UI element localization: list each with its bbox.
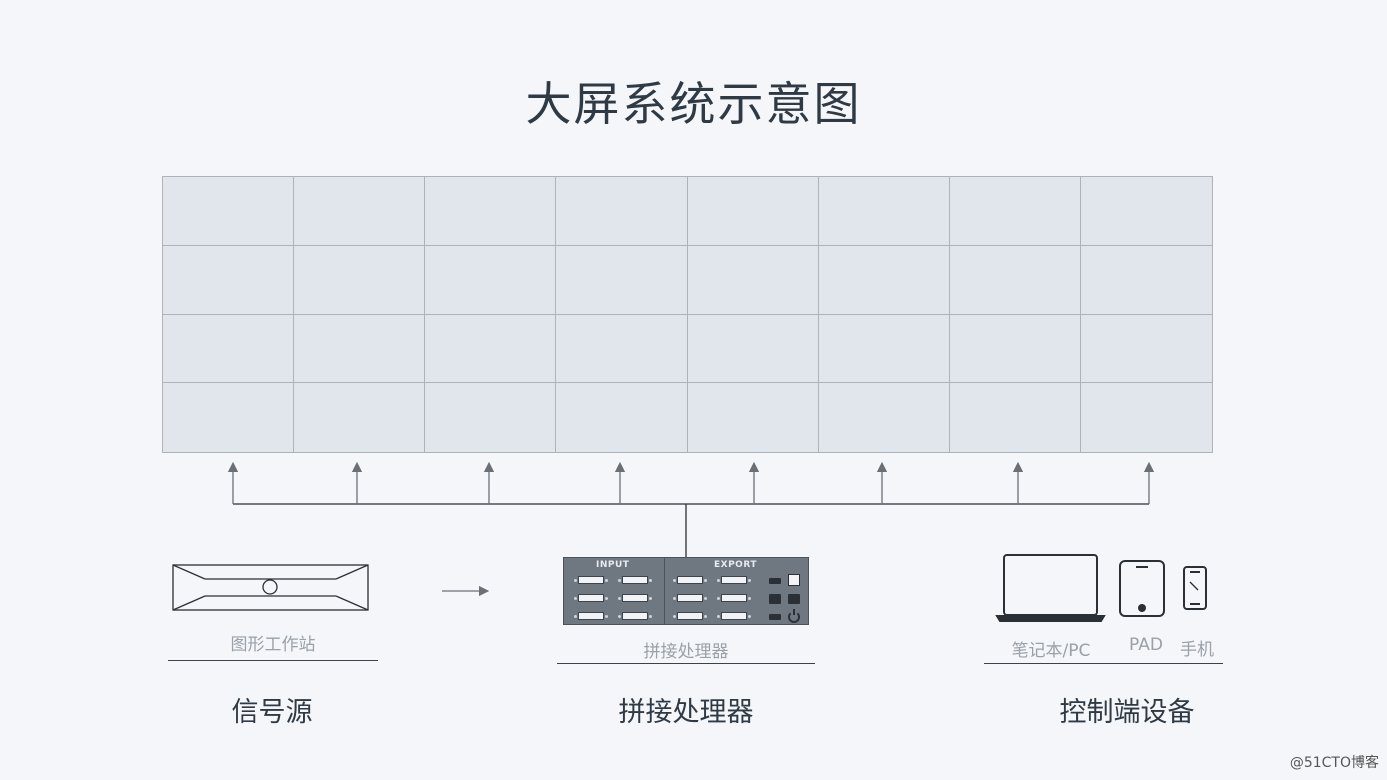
- screen-tile: [950, 383, 1081, 452]
- input-port: [618, 612, 652, 620]
- power-button-icon: [788, 609, 800, 623]
- input-port: [618, 576, 652, 584]
- screen-tile: [556, 177, 688, 246]
- screen-tile: [818, 177, 950, 246]
- processor-export-label: EXPORT: [714, 560, 757, 570]
- usb-port-icon: [769, 614, 781, 620]
- laptop-icon: [995, 554, 1106, 622]
- laptop-label: 笔记本/PC: [1011, 641, 1091, 661]
- network-port-icon: [788, 594, 800, 604]
- screen-tile: [294, 245, 426, 315]
- screen-tile: [819, 383, 950, 452]
- screen-tile: [556, 383, 688, 452]
- screen-tile: [294, 383, 426, 452]
- screen-tile: [687, 245, 819, 315]
- screen-tile: [1080, 315, 1212, 384]
- screen-tile: [818, 245, 950, 315]
- video-wall: [162, 176, 1213, 453]
- screen-tile: [163, 245, 295, 315]
- screen-tile: [949, 177, 1081, 246]
- processor-input-label: INPUT: [596, 560, 630, 570]
- processor-underline: [557, 663, 815, 664]
- watermark: @51CTO博客: [1289, 755, 1379, 771]
- screen-tile: [818, 314, 950, 384]
- pad-label: PAD: [1129, 635, 1163, 655]
- export-port: [717, 576, 751, 584]
- network-port-icon: [769, 594, 781, 604]
- screen-tile: [556, 245, 688, 315]
- screen-tile: [163, 383, 295, 452]
- screen-tile: [425, 245, 557, 315]
- export-port: [717, 594, 751, 602]
- input-port: [574, 612, 608, 620]
- screen-tile: [687, 314, 819, 384]
- screen-tile: [556, 314, 688, 384]
- screen-tile: [1080, 177, 1212, 246]
- splice-processor-device: INPUT EXPORT: [563, 557, 809, 625]
- phone-icon: [1183, 566, 1207, 610]
- screen-tile: [949, 245, 1081, 315]
- screen-tile: [163, 177, 295, 246]
- processor-device-label: 拼接处理器: [643, 642, 729, 662]
- workstation-label: 图形工作站: [230, 635, 316, 655]
- screen-tile: [294, 177, 426, 246]
- input-port: [574, 576, 608, 584]
- screen-tile: [294, 314, 426, 384]
- page-title: 大屏系统示意图: [525, 77, 862, 131]
- category-source: 信号源: [231, 697, 313, 728]
- processor-divider: [664, 558, 665, 624]
- export-port: [673, 594, 707, 602]
- source-underline: [168, 660, 378, 661]
- workstation-icon: [172, 564, 369, 611]
- control-underline: [984, 663, 1223, 664]
- screen-tile: [425, 314, 557, 384]
- input-port: [618, 594, 652, 602]
- category-processor: 拼接处理器: [618, 697, 754, 728]
- input-port: [574, 594, 608, 602]
- screen-tile: [163, 314, 295, 384]
- phone-label: 手机: [1180, 640, 1214, 660]
- screen-tile: [1080, 246, 1212, 315]
- power-socket-icon: [788, 574, 800, 586]
- export-port: [717, 612, 751, 620]
- usb-port-icon: [769, 578, 781, 584]
- tablet-icon: [1119, 560, 1165, 617]
- category-control: 控制端设备: [1059, 697, 1195, 728]
- screen-tile: [425, 383, 557, 452]
- export-port: [673, 612, 707, 620]
- screen-tile: [688, 383, 819, 452]
- screen-tile: [425, 177, 557, 246]
- screen-tile: [687, 177, 819, 246]
- export-port: [673, 576, 707, 584]
- screen-tile: [949, 314, 1081, 384]
